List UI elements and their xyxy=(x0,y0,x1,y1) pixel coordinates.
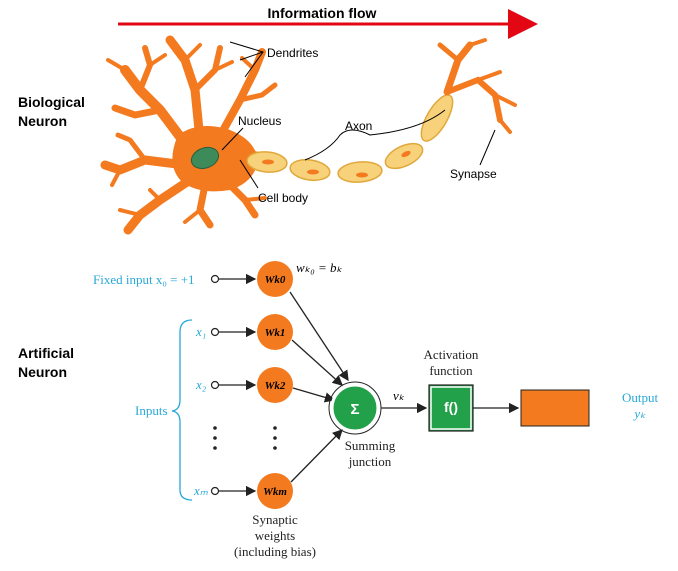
biological-neuron-label-1: Biological xyxy=(18,94,85,110)
svg-text:f(): f() xyxy=(444,399,458,415)
biological-neuron-illustration xyxy=(100,35,517,235)
input-x2-label: x₂ xyxy=(195,377,207,392)
information-flow-label: Information flow xyxy=(268,5,377,21)
cell-body-label: Cell body xyxy=(258,191,308,205)
svg-text:Wk1: Wk1 xyxy=(265,327,286,339)
inputs-label: Inputs xyxy=(135,403,168,418)
weight-node-m: Wkm xyxy=(257,473,293,509)
bias-equation: wₖ₀ = bₖ xyxy=(296,260,342,275)
synaptic-label-3: (including bias) xyxy=(234,544,316,559)
svg-text:Wkm: Wkm xyxy=(263,486,287,498)
summing-junction: Σ xyxy=(328,381,382,435)
inputs-brace xyxy=(171,319,193,501)
fixed-input-label: Fixed input x₀ = +1 xyxy=(93,272,195,287)
synapse-label: Synapse xyxy=(450,167,497,181)
ellipsis-dots xyxy=(213,426,277,450)
svg-text:Wk0: Wk0 xyxy=(265,274,286,286)
summing-label-2: junction xyxy=(348,454,392,469)
svg-text:Σ: Σ xyxy=(350,401,359,418)
artificial-neuron-label-1: Artificial xyxy=(18,345,74,361)
synaptic-label-2: weights xyxy=(255,528,295,543)
input-x1-label: x₁ xyxy=(195,324,206,339)
output-label-1: Output xyxy=(622,390,659,405)
nucleus-shape xyxy=(190,146,220,170)
nucleus-label: Nucleus xyxy=(238,114,281,128)
svg-text:Wk2: Wk2 xyxy=(265,380,286,392)
weight-node-0: Wk0 xyxy=(257,261,293,297)
activation-label-1: Activation xyxy=(424,347,479,362)
axon-label: Axon xyxy=(345,119,372,133)
vk-label: vₖ xyxy=(393,388,405,403)
activation-function-box: f() xyxy=(428,384,474,432)
input-xm-label: xₘ xyxy=(193,483,209,498)
weight-node-1: Wk1 xyxy=(257,314,293,350)
weight-node-2: Wk2 xyxy=(257,367,293,403)
summing-label-1: Summing xyxy=(345,438,396,453)
dendrites-label: Dendrites xyxy=(267,46,318,60)
biological-neuron-label-2: Neuron xyxy=(18,113,67,129)
synaptic-label-1: Synaptic xyxy=(252,512,298,527)
artificial-neuron-label-2: Neuron xyxy=(18,364,67,380)
output-box xyxy=(520,389,590,427)
output-label-2: yₖ xyxy=(632,406,646,421)
activation-label-2: function xyxy=(429,363,473,378)
